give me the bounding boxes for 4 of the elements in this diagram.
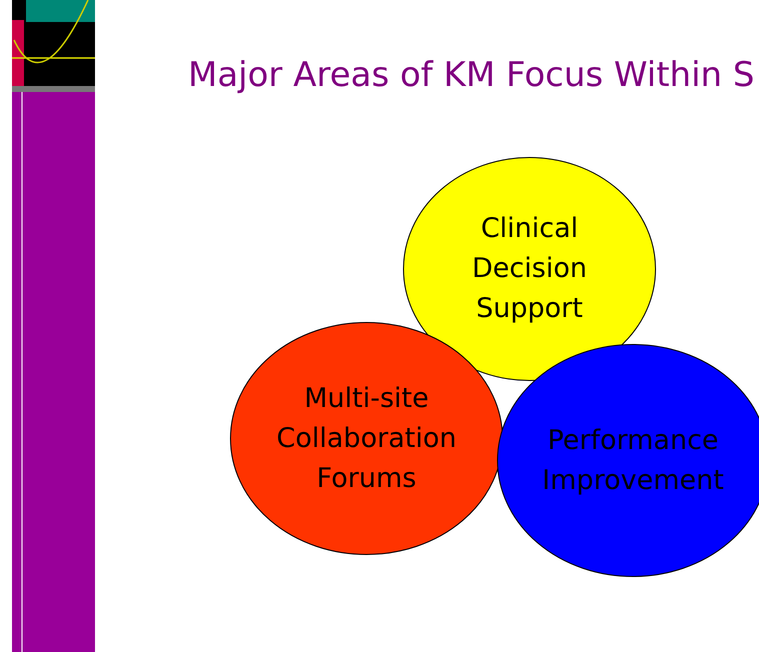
ellipse-label: Multi-site Collaboration Forums (276, 382, 458, 496)
slide-title: Major Areas of KM Focus Within S (188, 55, 754, 95)
ellipse-label: Clinical Decision Support (471, 212, 588, 326)
ellipse-label: Performance Improvement (541, 424, 725, 498)
